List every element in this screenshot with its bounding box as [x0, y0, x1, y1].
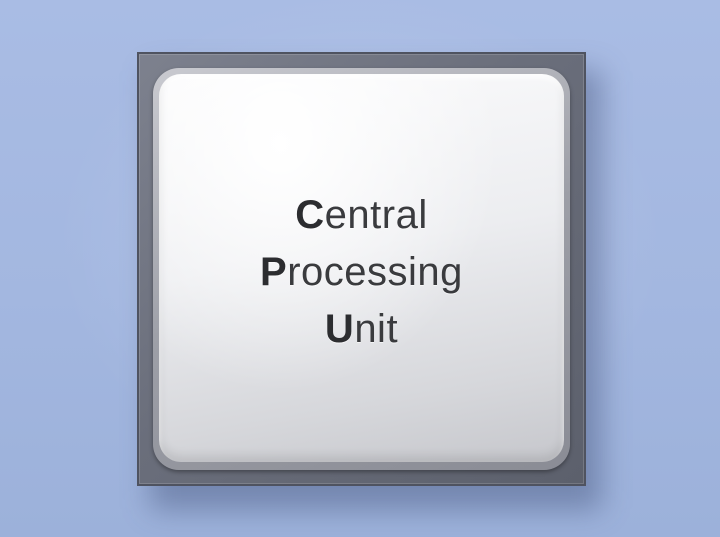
label-line-unit: Unit — [260, 301, 463, 358]
label-initial: P — [260, 249, 288, 294]
label-rest: entral — [324, 192, 428, 237]
label-initial: C — [295, 192, 325, 237]
label-line-processing: Processing — [260, 244, 463, 301]
cpu-chip: Central Processing Unit — [137, 52, 586, 486]
chip-face: Central Processing Unit — [159, 74, 564, 462]
label-rest: rocessing — [287, 249, 463, 294]
chip-bevel: Central Processing Unit — [153, 68, 570, 470]
label-initial: U — [324, 306, 355, 351]
label-line-central: Central — [260, 187, 463, 244]
cpu-label: Central Processing Unit — [260, 187, 463, 358]
label-rest: nit — [354, 306, 399, 351]
